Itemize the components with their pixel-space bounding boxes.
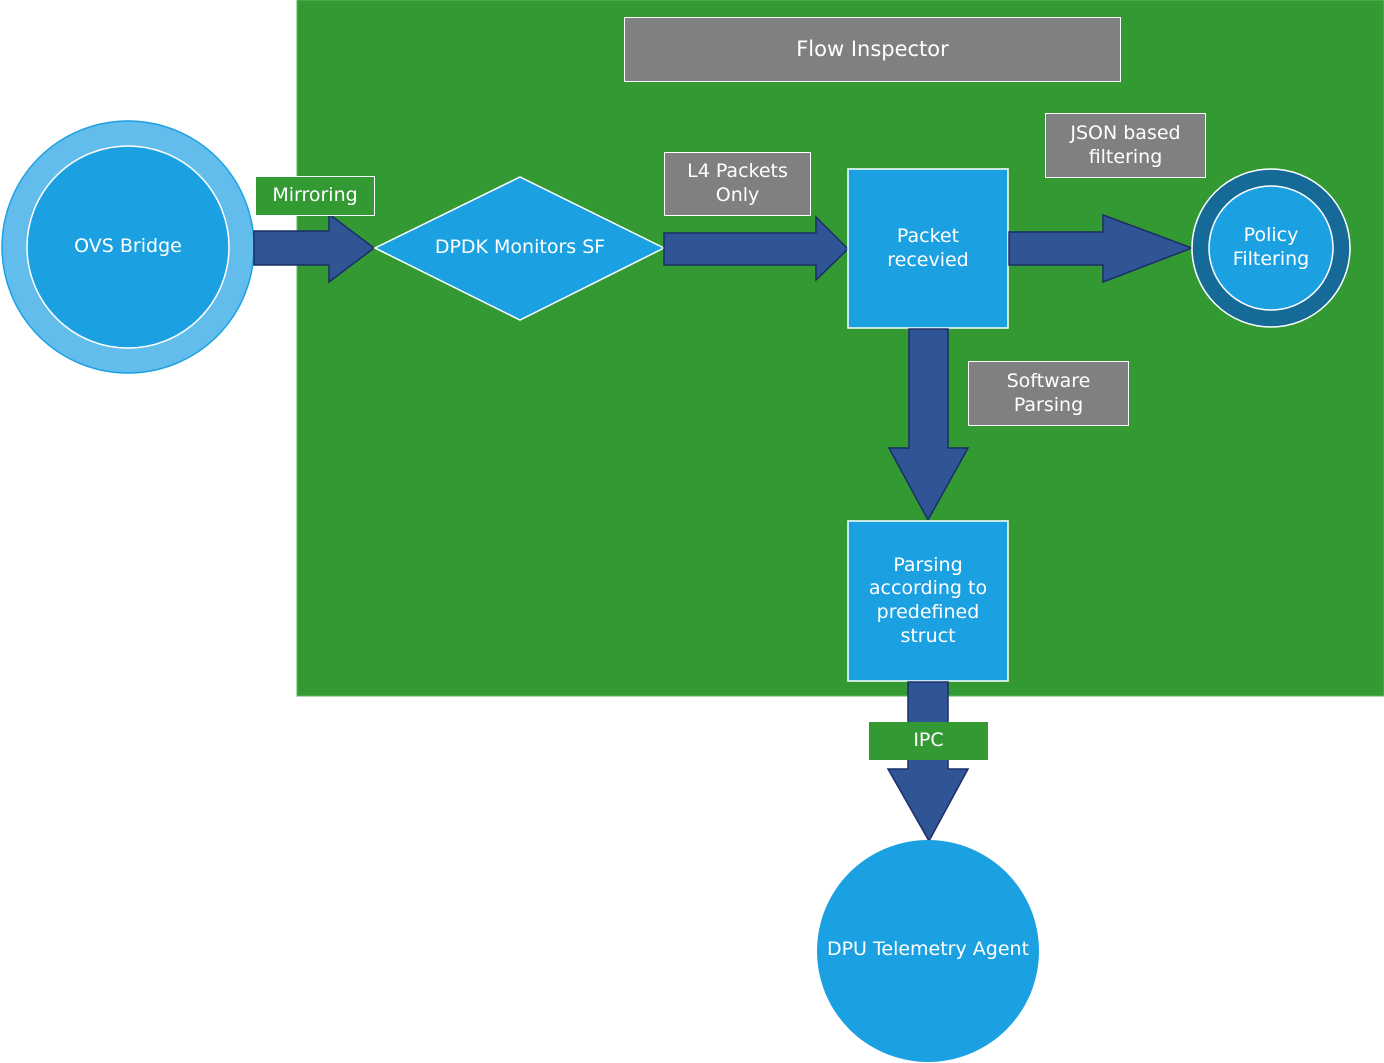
packet-received-label: Packet recevied: [887, 224, 969, 271]
arrow-l4-packets: [663, 215, 850, 282]
dpdk-monitor-label: DPDK Monitors SF: [434, 236, 606, 259]
software-parsing-edge-label: Software Parsing: [968, 361, 1129, 426]
l4-packets-edge-label: L4 Packets Only: [664, 152, 811, 216]
arrow-json-filtering: [1008, 213, 1195, 284]
flow-inspector-title: Flow Inspector: [624, 17, 1121, 82]
json-filtering-edge-label: JSON based filtering: [1045, 113, 1206, 178]
arrow-ipc: [886, 681, 970, 843]
arrow-software-parsing: [887, 328, 970, 522]
flow-inspector-container: [296, 0, 1384, 697]
mirroring-edge-label: Mirroring: [255, 176, 375, 216]
arrow-mirroring: [253, 212, 376, 284]
parsing-node[interactable]: [847, 520, 1009, 682]
telemetry-agent-node[interactable]: [817, 840, 1039, 1062]
policy-filtering-node[interactable]: [1191, 168, 1351, 328]
telemetry-agent-label: DPU Telemetry Agent: [826, 938, 1030, 961]
ovs-bridge-label: OVS Bridge: [74, 235, 182, 258]
policy-filtering-label: Policy Filtering: [1232, 224, 1310, 270]
ovs-bridge-node[interactable]: [1, 120, 255, 374]
parsing-label: Parsing according to predefined struct: [868, 553, 988, 647]
packet-received-node[interactable]: [847, 168, 1009, 329]
ipc-edge-label: IPC: [869, 722, 988, 760]
